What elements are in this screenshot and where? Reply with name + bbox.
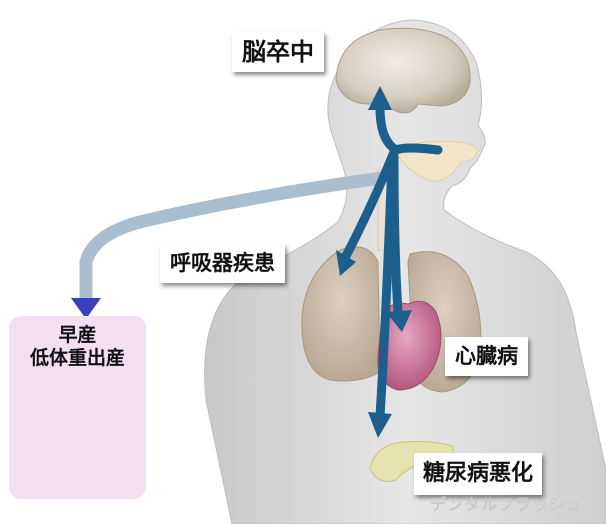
heart-organ [377, 300, 442, 391]
arrow-to-pregnancy [79, 171, 389, 311]
heart-disease-label: 心臓病 [445, 337, 528, 376]
diabetes-worsening-label: 糖尿病悪化 [414, 453, 543, 495]
pregnancy-risk-box: 早産 低体重出産 [9, 316, 146, 499]
stroke-label: 脳卒中 [232, 32, 324, 72]
body-silhouette [204, 19, 606, 524]
arrow-to-heart-head [386, 310, 412, 332]
brain-organ [335, 27, 471, 114]
left-lung-organ [301, 246, 381, 382]
arrow-to-pancreas-head [368, 412, 392, 438]
premature-birth-label: 早産 [58, 324, 97, 346]
arrow-to-pregnancy-head [71, 298, 101, 319]
watermark: デンタルフラッシュ [430, 495, 584, 514]
respiratory-disease-label: 呼吸器疾患 [160, 244, 285, 283]
low-birth-weight-label: 低体重出産 [29, 347, 125, 369]
arrow-to-respiratory-head [336, 250, 356, 276]
arrow-to-brain-head [368, 86, 392, 110]
arrow-to-pancreas [375, 155, 397, 421]
